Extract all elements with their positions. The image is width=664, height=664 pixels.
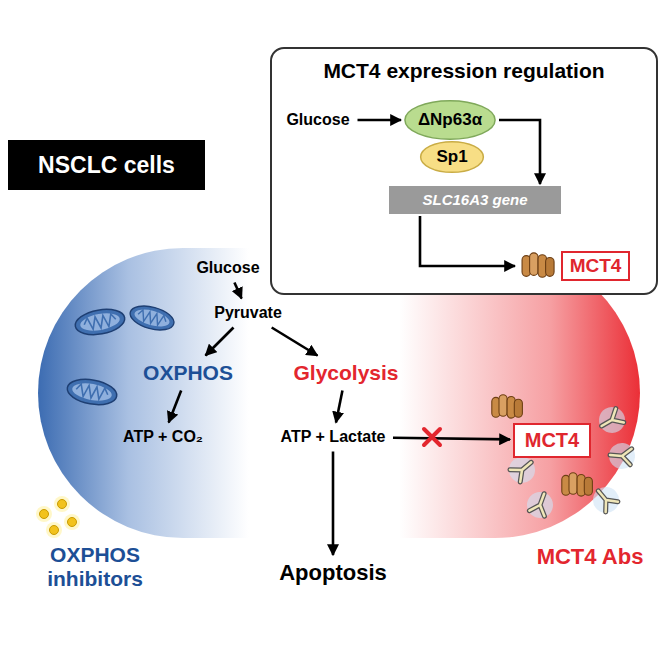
node-text: Glycolysis [293,361,398,385]
product-label: ATP + CO₂ [119,426,208,449]
metabolite-label: Glucose [282,109,355,132]
arrow-connector [499,120,540,184]
antibody [523,488,556,521]
inhibitor-dots [36,496,80,538]
drug-label: OXPHOS inhibitors [28,541,162,594]
block-cross [424,429,440,445]
node-text: Glucose [286,111,349,129]
arrow-connector [358,119,402,122]
antibody [588,482,625,519]
inset-ground [270,47,658,295]
node-text: Sp1 [436,147,467,167]
mitochondrion [73,306,126,338]
arrow-connector [234,283,241,299]
arrow-connector [169,391,182,423]
node-text: MCT4 Abs [537,544,644,569]
transporter-box: MCT4 [513,423,591,458]
node-text: ΔNp63α [418,110,482,130]
mitochondrion [65,376,118,408]
arrow-connector [272,328,318,356]
ellipse-shape [405,101,495,139]
node-text: Pyruvate [214,304,282,322]
pathway-label: Glycolysis [289,359,404,388]
node-text: OXPHOS inhibitors [33,543,158,591]
panel-title: MCT4 expression regulation [323,59,604,83]
antibody [608,442,636,470]
arrow-connector [332,452,335,556]
node-text: ATP + Lactate [281,428,386,446]
node-text: SLC16A3 gene [422,191,527,208]
node-text: MCT4 [525,429,579,452]
node-text: MCT4 [561,251,631,281]
metabolite-label: Pyruvate [210,302,287,325]
metabolite-label: Glucose [192,257,265,280]
arrow-connector [336,391,343,423]
outcome-label: Apoptosis [275,558,392,588]
node-text: Apoptosis [279,560,387,585]
node-text: NSCLC cells [38,152,175,178]
inset-panel: MCT4 expression regulationGlucose ΔNp63αS… [270,47,658,295]
protein-icon [492,395,523,418]
arrow-connector [420,216,515,266]
antibody [594,402,630,438]
protein-icon [522,253,554,277]
node-text: OXPHOS [143,361,233,385]
arrow-connector [206,328,234,356]
protein-icon [520,250,558,282]
gene-bar: SLC16A3 gene [389,186,561,214]
protein-ellipse: Sp1 [420,141,484,173]
drug-label: MCT4 Abs [532,542,648,572]
arrow-connector [393,438,510,440]
protein-ellipse: ΔNp63α [404,100,496,140]
protein-icon [562,473,593,496]
node-text: Glucose [196,259,259,277]
label-box: NSCLC cells [8,140,205,190]
node-text: ATP + CO₂ [123,428,203,446]
pathway-label: OXPHOS [139,359,238,388]
ellipse-shape [421,142,484,173]
product-label: ATP + Lactate [276,426,390,449]
mitochondrion [127,302,176,335]
transporter-box: MCT4 [517,248,633,284]
